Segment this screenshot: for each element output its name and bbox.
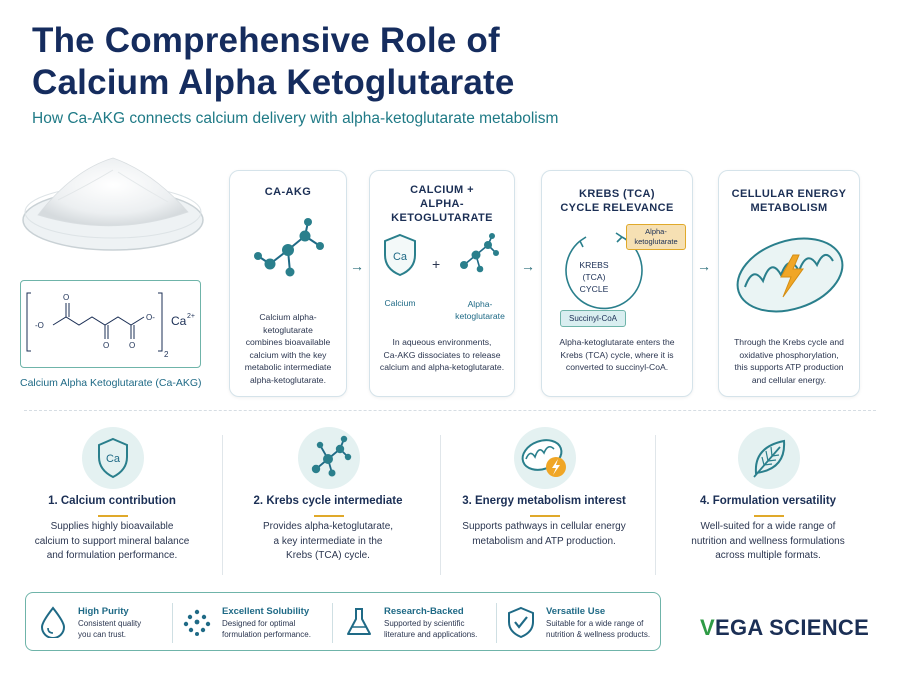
badge-title: Research-Backed [384,606,464,617]
feature-underline [314,515,344,517]
shield-ca-icon: Ca [384,233,416,277]
molecule-icon [311,435,352,477]
calcium-ion-label: Ca [171,314,187,328]
plus-sign: + [432,256,441,272]
shield-check-icon [508,606,534,638]
calcium-label: Calcium [384,298,416,308]
cycle-center-label: KREBS (TCA) CYCLE [579,260,609,294]
badge-separator [172,603,173,643]
calcium-charge-label: 2+ [187,313,195,320]
particles-icon [183,609,211,636]
feature-underline [530,515,560,517]
subscript-label: 2 [164,350,169,359]
card-cellular-energy: CELLULAR ENERGY METABOLISM Through the K… [718,170,860,397]
card-text: Through the Krebs cycle and oxidative ph… [734,337,844,385]
o-minus-left-label: -O [35,321,44,330]
card-title: CELLULAR ENERGY METABOLISM [731,188,847,214]
feature-text: Supports pathways in cellular energy met… [462,521,626,547]
droplet-icon [40,606,66,638]
feature-underline [754,515,784,517]
akg-label: Alpha- ketoglutarate [455,299,505,321]
svg-text:Ca: Ca [106,453,121,465]
badge-title: Excellent Solubility [222,606,310,617]
molecule-icon [460,233,499,273]
feature-icon-bg [738,427,800,489]
flask-icon [347,608,371,635]
feature-text: Provides alpha-ketoglutarate, a key inte… [262,521,394,561]
mitochondria-icon [521,439,566,477]
feature-title: 3. Energy metabolism interest [462,495,626,507]
flow-arrow: → [697,258,711,274]
feature-separator [222,435,223,575]
section-divider [24,410,876,411]
structural-formula-box: O -O O O O- 2 Ca 2+ [20,280,201,368]
molecule-icon [254,218,324,277]
card-calcium-plus-akg: CALCIUM + ALPHA-KETOGLUTARATE Ca + Calci… [369,170,515,397]
badge-separator [496,603,497,643]
flow-arrow: → [350,258,364,274]
oxygen-label: O [129,341,135,350]
badge-text: Supported by scientific literature and a… [384,619,478,639]
feature-icon-bg: Ca [82,427,144,489]
shield-ca-icon: Ca [98,437,128,479]
feature-text: Well-suited for a wide range of nutritio… [691,521,845,561]
badge-text: Consistent quality you can trust. [78,619,142,639]
feature-text: Supplies highly bioavailable calcium to … [34,521,190,561]
leaf-icon [753,439,786,478]
ca-akg-structure-diagram: O -O O O O- 2 Ca 2+ [26,292,195,359]
succinyl-coa-tag: Succinyl-CoA [560,310,626,327]
badge-title: High Purity [78,606,129,617]
card-title: KREBS (TCA) CYCLE RELEVANCE [560,188,674,214]
oxygen-label: O [103,341,109,350]
badge-text: Designed for optimal formulation perform… [222,619,311,639]
badge-text: Suitable for a wide range of nutrition &… [546,619,651,639]
feature-icon-bg [298,427,360,489]
badge-separator [332,603,333,643]
powder-dish-image [22,157,204,251]
badge-title: Versatile Use [546,606,606,617]
feature-icon-bg [514,427,576,489]
svg-text:Ca: Ca [393,251,408,263]
flow-arrow: → [521,258,535,274]
formula-caption: Calcium Alpha Ketoglutarate (Ca-AKG) [20,377,202,389]
feature-separator [655,435,656,575]
card-text: Alpha-ketoglutarate enters the Krebs (TC… [559,337,675,372]
card-text: Calcium alpha-ketoglutarate combines bio… [244,312,332,385]
feature-separator [440,435,441,575]
feature-title: 2. Krebs cycle intermediate [253,495,403,507]
card-title: CA-AKG [264,186,312,198]
akg-tag: Alpha- ketoglutarate [626,224,686,250]
brand-logo: VEGA SCIENCE [700,615,870,640]
card-ca-akg: CA-AKG Calcium alpha-ketoglutarate combi… [229,170,347,397]
page-subtitle: How Ca-AKG connects calcium delivery wit… [32,110,559,127]
feature-underline [98,515,128,517]
card-krebs-cycle: KREBS (TCA) CYCLE RELEVANCE KREBS (TCA) … [541,170,693,397]
mitochondria-icon [736,237,844,313]
feature-title: 1. Calcium contribution [48,495,176,507]
benefit-badges-panel: High Purity Consistent quality you can t… [25,592,661,651]
oxygen-label: O [63,293,69,302]
page-title: The Comprehensive Role of Calcium Alpha … [32,21,515,102]
krebs-cycle-diagram [565,232,643,310]
o-minus-right-label: O- [146,313,155,322]
card-text: In aqueous environments, Ca-AKG dissocia… [379,337,505,372]
feature-title: 4. Formulation versatility [699,495,837,507]
card-title: CALCIUM + ALPHA-KETOGLUTARATE [391,184,493,224]
